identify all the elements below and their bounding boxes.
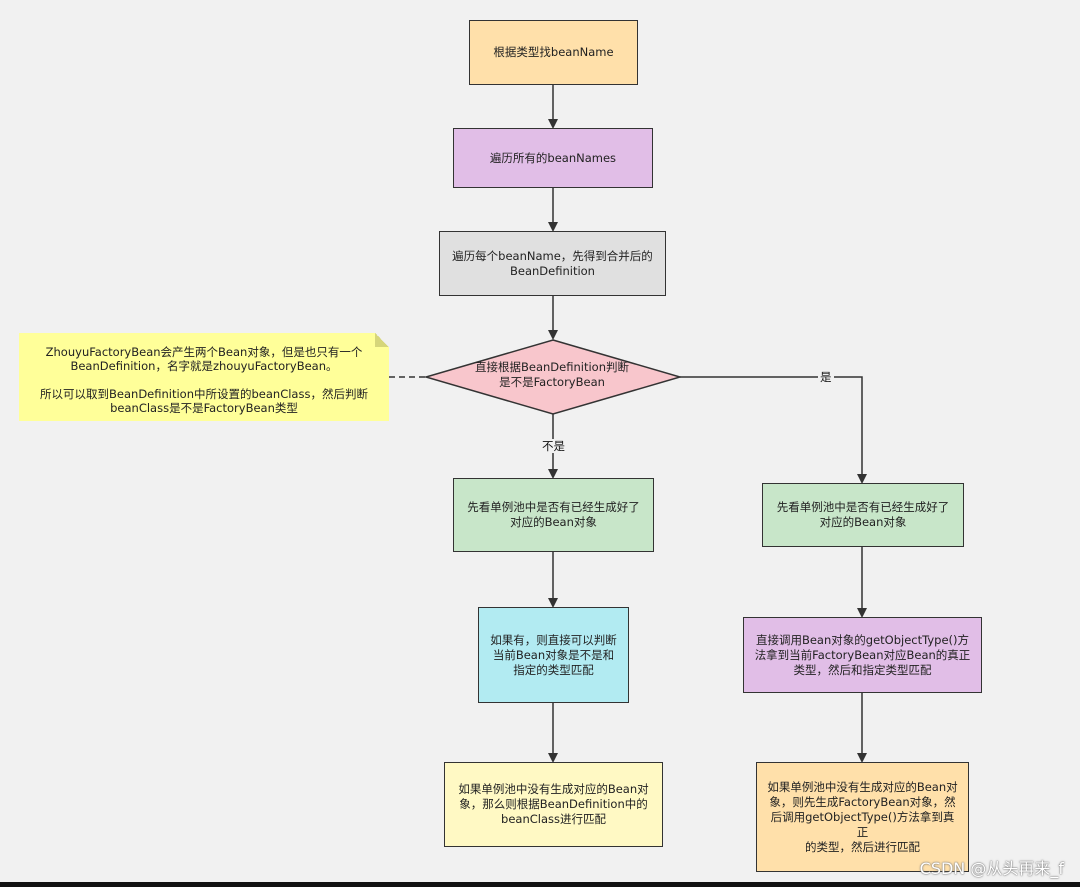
note-fold-corner [375, 333, 389, 347]
decision-label: 直接根据BeanDefinition判断 是不是FactoryBean [475, 360, 629, 389]
node-label: 先看单例池中是否有已经生成好了 对应的Bean对象 [467, 500, 640, 529]
node-right-create-factory-bean: 如果单例池中没有生成对应的Bean对 象，则先生成FactoryBean对象，然… [756, 762, 969, 872]
bottom-bar [0, 882, 1080, 887]
node-find-bean-name: 根据类型找beanName [469, 20, 638, 85]
node-right-get-object-type: 直接调用Bean对象的getObjectType()方 法拿到当前Factory… [743, 617, 982, 693]
node-iterate-all-names: 遍历所有的beanNames [453, 128, 653, 188]
edge-label-no: 不是 [540, 439, 567, 453]
note-text-1: ZhouyuFactoryBean会产生两个Bean对象，但是也只有一个 Bea… [45, 345, 363, 373]
node-label: 如果有，则直接可以判断 当前Bean对象是不是和 指定的类型匹配 [490, 632, 617, 677]
node-label: 直接调用Bean对象的getObjectType()方 法拿到当前Factory… [754, 632, 971, 677]
node-left-match-class: 如果单例池中没有生成对应的Bean对 象，那么则根据BeanDefinition… [444, 762, 663, 847]
node-label: 先看单例池中是否有已经生成好了 对应的Bean对象 [776, 500, 950, 529]
note-text-2: 所以可以取到BeanDefinition中所设置的beanClass，然后判断 … [40, 387, 368, 415]
edge-label-yes: 是 [818, 370, 834, 384]
node-label: 如果单例池中没有生成对应的Bean对 象，那么则根据BeanDefinition… [458, 782, 649, 826]
node-iterate-each-name: 遍历每个beanName，先得到合并后的 BeanDefinition [439, 231, 666, 296]
node-left-check-singleton: 先看单例池中是否有已经生成好了 对应的Bean对象 [453, 478, 654, 552]
node-left-match-direct: 如果有，则直接可以判断 当前Bean对象是不是和 指定的类型匹配 [478, 607, 629, 703]
node-right-check-singleton: 先看单例池中是否有已经生成好了 对应的Bean对象 [762, 483, 964, 547]
node-label: 如果单例池中没有生成对应的Bean对 象，则先生成FactoryBean对象，然… [767, 779, 958, 854]
arrow-decision-yes [680, 376, 867, 484]
annotation-note: ZhouyuFactoryBean会产生两个Bean对象，但是也只有一个 Bea… [19, 333, 389, 421]
node-label: 遍历所有的beanNames [489, 150, 617, 165]
node-label: 遍历每个beanName，先得到合并后的 BeanDefinition [452, 248, 653, 278]
node-label: 根据类型找beanName [493, 45, 614, 59]
csdn-watermark: CSDN @从头再来_f [919, 859, 1064, 878]
